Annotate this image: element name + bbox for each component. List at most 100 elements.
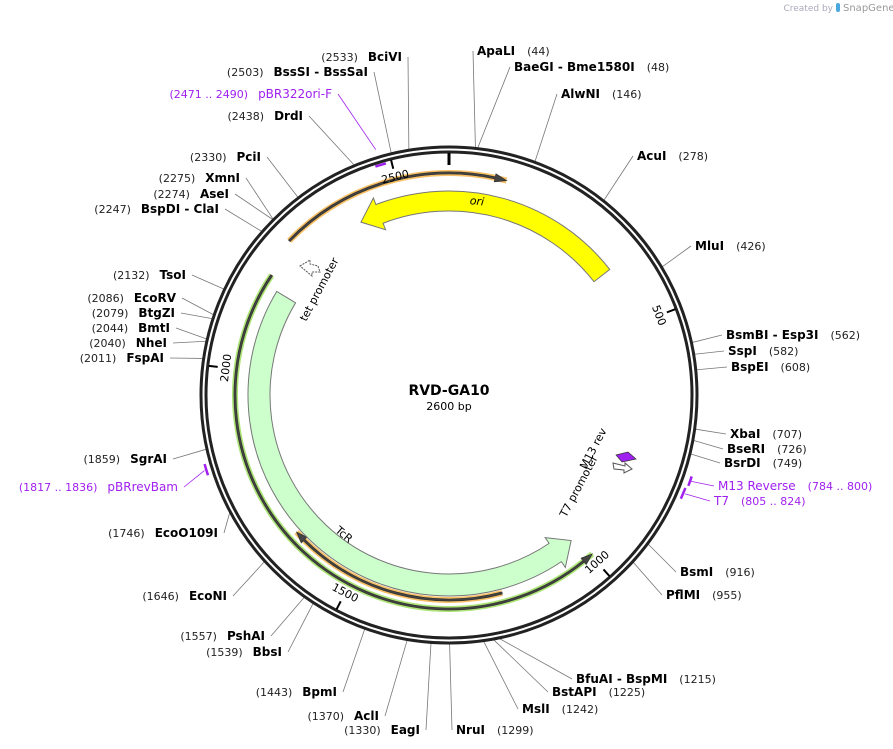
site-name: BmtI (138, 321, 170, 335)
leader-line (477, 66, 511, 148)
site-label: (2247)BspDI - ClaI (94, 202, 219, 216)
site-label: (1539)BbsI (206, 645, 282, 659)
leader-line (287, 603, 314, 653)
site-position: (2044) (92, 322, 129, 335)
site-label: (1746)EcoO109I (108, 526, 218, 540)
site-name: ApaLI (477, 44, 515, 58)
site-position: (1557) (180, 630, 217, 643)
site-position: (805 .. 824) (741, 495, 806, 508)
leader-line (407, 56, 410, 150)
tcr-feature (247, 290, 572, 597)
site-name: BciVI (368, 50, 402, 64)
site-name: BspEI (731, 360, 769, 374)
site-position: (608) (781, 361, 811, 374)
site-leader-lines (169, 50, 728, 731)
leader-line (472, 50, 476, 148)
site-position: (1443) (256, 686, 293, 699)
site-position: (2274) (153, 188, 190, 201)
site-name: EcoO109I (155, 526, 218, 540)
site-name: MluI (695, 239, 724, 253)
leader-line (308, 115, 355, 166)
site-name: AlwNI (561, 87, 600, 101)
site-position: (1215) (679, 673, 716, 686)
leader-line (223, 512, 231, 534)
site-name: M13 Reverse (718, 479, 796, 493)
leader-line (696, 366, 728, 371)
primer-binding-mark (375, 162, 387, 168)
site-name: BaeGI - Bme1580I (514, 60, 635, 74)
site-name: BstAPI (552, 685, 597, 699)
site-name: SspI (728, 344, 757, 358)
leader-line (181, 297, 214, 315)
site-name: BfuAI - BspMI (576, 672, 667, 686)
site-label: ApaLI (44) (477, 44, 550, 58)
leader-line (180, 312, 213, 320)
site-position: (562) (830, 329, 860, 342)
site-label: (2044) BmtI (92, 321, 170, 335)
site-position: (1299) (497, 724, 534, 737)
site-position: (1330) (344, 724, 381, 737)
leader-line (232, 561, 265, 597)
site-name: BtgZI (138, 306, 175, 320)
primer-binding-mark (687, 476, 693, 487)
site-label: (1817 .. 1836)pBRrevBam (19, 480, 178, 494)
site-name: EcoNI (189, 589, 227, 603)
site-name: SgrAI (130, 452, 167, 466)
site-position: (44) (527, 45, 550, 58)
leader-line (499, 638, 573, 680)
site-label: (2533)BciVI (321, 50, 402, 64)
site-name: BsrDI (724, 456, 761, 470)
site-name: BsmI (680, 565, 713, 579)
leader-line (373, 71, 392, 153)
site-label: (2132) TsoI (113, 268, 186, 282)
leader-line (449, 643, 453, 731)
tick-label: 1000 (582, 548, 612, 576)
snapgene-logo-icon (836, 3, 840, 12)
site-label: SspI(582) (728, 344, 798, 358)
leader-line (172, 340, 206, 344)
site-label: BseRI(726) (727, 442, 807, 456)
site-label: PflMI(955) (666, 588, 742, 602)
site-label: (2330)PciI (190, 150, 261, 164)
leader-line (342, 629, 366, 693)
site-position: (1370) (307, 710, 344, 723)
primer-binding-mark (679, 487, 687, 500)
site-label: BsrDI (749) (724, 456, 802, 470)
tick-label: 2000 (218, 353, 234, 382)
site-name: BssSI - BssSaI (273, 65, 368, 79)
site-name: BspDI - ClaI (141, 202, 219, 216)
site-position: (1646) (142, 590, 179, 603)
leader-line (695, 428, 727, 435)
site-label: NruI(1299) (456, 723, 534, 737)
site-label: (2079)BtgZI (92, 306, 175, 320)
primer-binding-mark (203, 463, 210, 476)
leader-line (384, 640, 408, 717)
site-position: (749) (773, 457, 803, 470)
leader-line (266, 156, 299, 198)
site-name: BpmI (302, 685, 337, 699)
site-position: (2011) (80, 352, 117, 365)
leader-line (245, 177, 274, 220)
tick-mark (666, 308, 676, 314)
site-name: XmnI (205, 171, 240, 185)
site-name: MslI (522, 702, 550, 716)
site-name: BsmBI - Esp3I (726, 328, 818, 342)
site-name: NheI (136, 336, 167, 350)
tick-mark (602, 568, 611, 577)
site-position: (2132) (113, 269, 150, 282)
site-name: TsoI (160, 268, 186, 282)
site-label: (2438)DrdI (227, 109, 303, 123)
site-position: (955) (712, 589, 742, 602)
watermark-prefix: Created by (783, 4, 833, 14)
site-position: (1225) (609, 686, 646, 699)
site-position: (2503) (227, 66, 264, 79)
features (203, 162, 693, 612)
site-position: (146) (612, 88, 642, 101)
site-position: (916) (725, 566, 755, 579)
site-label: (2274)AseI (153, 187, 229, 201)
site-name: BbsI (253, 645, 282, 659)
leader-line (191, 274, 224, 290)
site-name: AcuI (637, 149, 666, 163)
orf-arrow-green (233, 274, 594, 611)
tick-mark (390, 159, 395, 170)
